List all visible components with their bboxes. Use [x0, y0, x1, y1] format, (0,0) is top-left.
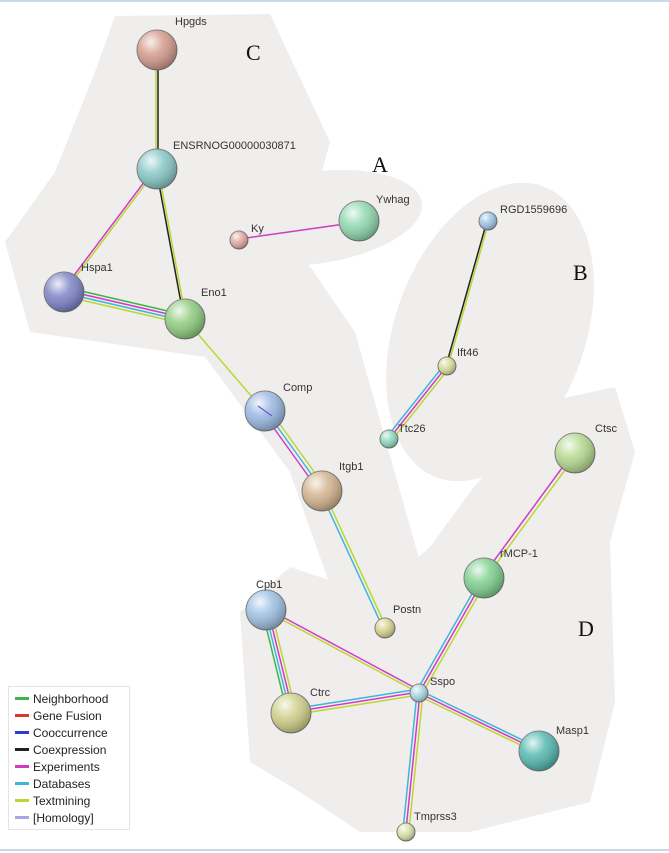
cluster-label-b: B [573, 260, 588, 285]
node-label-ctrc: Ctrc [310, 687, 331, 699]
cluster-label-a: A [372, 152, 388, 177]
legend-item: Neighborhood [15, 690, 129, 707]
node-label-sspo: Sspo [430, 676, 455, 688]
node-label-masp1: Masp1 [556, 725, 589, 737]
node-label-rgd: RGD1559696 [500, 204, 567, 216]
node-rmcp1[interactable]: rMCP-1 [463, 548, 538, 599]
node-label-ctsc: Ctsc [595, 423, 618, 435]
legend-swatch [15, 731, 29, 734]
node-label-postn: Postn [393, 604, 421, 616]
edge-sspo-masp1 [418, 689, 540, 755]
node-label-ky: Ky [251, 223, 264, 235]
legend-item: Coexpression [15, 741, 129, 758]
legend-item: Experiments [15, 758, 129, 775]
edge-sspo-tmprss3 [402, 692, 424, 831]
edge-itgb1-postn [319, 489, 387, 629]
node-sspo[interactable]: Sspo [409, 676, 455, 703]
cluster-label-c: C [246, 40, 261, 65]
node-label-comp: Comp [283, 382, 312, 394]
node-label-rmcp1: rMCP-1 [500, 548, 538, 560]
node-ttc26[interactable]: Ttc26 [379, 423, 426, 449]
node-masp1[interactable]: Masp1 [518, 725, 589, 772]
legend-label: Gene Fusion [33, 708, 102, 723]
node-hpgds[interactable]: Hpgds [136, 16, 207, 71]
edge-ensrnog-eno1 [155, 167, 187, 320]
legend-swatch [15, 697, 29, 700]
node-comp[interactable]: Comp [244, 382, 312, 432]
node-rgd[interactable]: RGD1559696 [478, 204, 567, 231]
legend-swatch [15, 714, 29, 717]
node-cpb1[interactable]: Cpb1 [245, 579, 287, 631]
legend-item: [Homology] [15, 809, 129, 826]
node-postn[interactable]: Postn [374, 604, 421, 639]
node-label-hpgds: Hpgds [175, 16, 207, 28]
legend-label: Neighborhood [33, 691, 109, 706]
node-label-tmprss3: Tmprss3 [414, 811, 457, 823]
node-ensrnog[interactable]: ENSRNOG00000030871 [136, 140, 296, 190]
edge-rmcp1-sspo [415, 577, 488, 695]
legend-swatch [15, 782, 29, 785]
legend-swatch [15, 765, 29, 768]
node-label-ttc26: Ttc26 [398, 423, 426, 435]
node-ky[interactable]: Ky [229, 223, 264, 250]
edge-ctrc-sspo [291, 688, 420, 716]
legend-label: [Homology] [33, 810, 94, 825]
node-ctsc[interactable]: Ctsc [554, 423, 618, 474]
node-label-ensrnog: ENSRNOG00000030871 [173, 140, 296, 152]
node-ywhag[interactable]: Ywhag [338, 194, 410, 242]
node-label-ywhag: Ywhag [376, 194, 410, 206]
node-hspa1[interactable]: Hspa1 [43, 262, 113, 313]
legend-label: Textmining [33, 793, 91, 808]
legend-item: Cooccurrence [15, 724, 129, 741]
node-ctrc[interactable]: Ctrc [270, 687, 331, 734]
edge-ensrnog-hspa1 [62, 168, 157, 292]
node-label-hspa1: Hspa1 [81, 262, 113, 274]
legend-label: Cooccurrence [33, 725, 108, 740]
node-tmprss3[interactable]: Tmprss3 [396, 811, 457, 842]
cluster-d-region [240, 387, 635, 832]
nodes: Hpgds ENSRNOG00000030871 Hspa1 Eno1 [43, 16, 618, 842]
edge-cpb1-sspo [265, 607, 420, 694]
cluster-label-d: D [578, 616, 594, 641]
cluster-labels: C A B D [246, 40, 594, 641]
legend-label: Coexpression [33, 742, 107, 757]
legend-item: Gene Fusion [15, 707, 129, 724]
node-label-cpb1: Cpb1 [256, 579, 282, 591]
legend-swatch [15, 748, 29, 751]
node-label-eno1: Eno1 [201, 287, 227, 299]
node-ift46[interactable]: Ift46 [437, 347, 478, 376]
edge-rgd-ift46 [445, 220, 490, 367]
legend-label: Experiments [33, 759, 100, 774]
cluster-c-region [5, 14, 420, 652]
legend-label: Databases [33, 776, 91, 791]
legend-item: Databases [15, 775, 129, 792]
node-itgb1[interactable]: Itgb1 [301, 461, 363, 512]
legend-swatch [15, 799, 29, 802]
legend-swatch [15, 816, 29, 819]
node-label-itgb1: Itgb1 [339, 461, 363, 473]
cluster-a-region [203, 169, 423, 267]
node-label-ift46: Ift46 [457, 347, 478, 359]
edge-ift46-ttc26 [385, 364, 451, 441]
node-eno1[interactable]: Eno1 [164, 287, 227, 340]
edge-ctsc-rmcp1 [481, 452, 577, 580]
legend-item: Textmining [15, 792, 129, 809]
